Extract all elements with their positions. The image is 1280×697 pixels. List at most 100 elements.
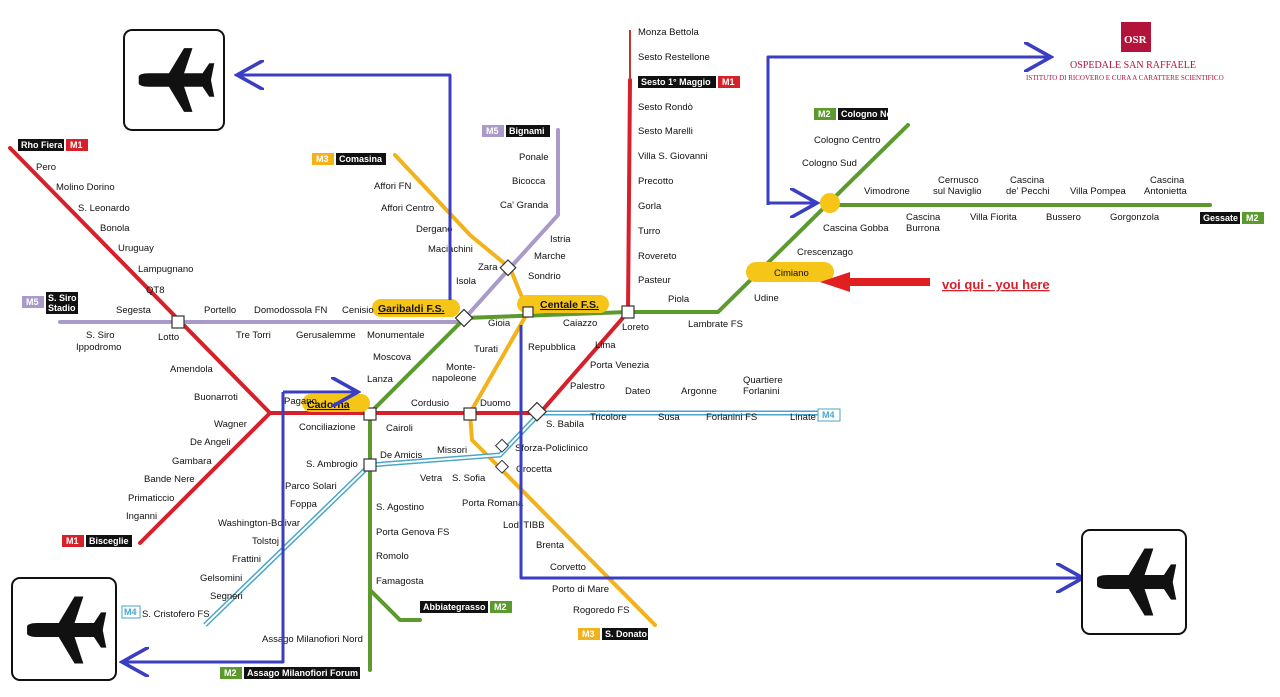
- station-assago-nord: Assago Milanofiori Nord: [262, 634, 363, 645]
- station-gambara: Gambara: [172, 456, 212, 467]
- station-monumentale: Monumentale: [367, 330, 425, 341]
- station-gelsomini: Gelsomini: [200, 573, 242, 584]
- node-garibaldi: [454, 308, 474, 328]
- station-affori-fn: Affori FN: [374, 181, 411, 192]
- station-crocetta: Crocetta: [516, 464, 553, 475]
- tag-m2-gessate: M2: [1246, 213, 1259, 223]
- station-buonarroti: Buonarroti: [194, 392, 238, 403]
- node-cadorna: [363, 407, 377, 421]
- station-villa-fiorita: Villa Fiorita: [970, 212, 1018, 223]
- station-quartiere-forlanini-1: Quartiere: [743, 375, 783, 386]
- station-palestro: Palestro: [570, 381, 605, 392]
- station-tolstoj: Tolstoj: [252, 536, 279, 547]
- station-rogoredo: Rogoredo FS: [573, 605, 630, 616]
- station-ca-granda: Ca' Granda: [500, 200, 549, 211]
- station-cascina-burrona-2: Burrona: [906, 223, 941, 234]
- tag-m5-siro: M5: [26, 297, 39, 307]
- station-repubblica: Repubblica: [528, 342, 576, 353]
- station-forlanini: Forlanini FS: [706, 412, 757, 423]
- station-lanza: Lanza: [367, 374, 394, 385]
- terminal-abbiategrasso: Abbiategrasso: [423, 602, 486, 612]
- airport-icon-top-left[interactable]: [123, 29, 225, 131]
- station-porto-di-mare: Porto di Mare: [552, 584, 609, 595]
- node-s-babila: [526, 401, 548, 422]
- station-cascina-antonietta-2: Antonietta: [1144, 186, 1187, 197]
- station-uruguay: Uruguay: [118, 243, 154, 254]
- station-marche: Marche: [534, 251, 566, 262]
- node-zara: [499, 259, 517, 277]
- station-bande-nere: Bande Nere: [144, 474, 195, 485]
- station-cernusco-2: sul Naviglio: [933, 186, 982, 197]
- hub-cimiano[interactable]: Cimiano: [746, 262, 834, 282]
- station-bussero: Bussero: [1046, 212, 1081, 223]
- station-lambrate: Lambrate FS: [688, 319, 743, 330]
- station-ponale: Ponale: [519, 152, 549, 163]
- station-sesto-marelli: Sesto Marelli: [638, 126, 693, 137]
- station-conciliazione: Conciliazione: [299, 422, 356, 433]
- tag-m1-sesto: M1: [722, 77, 735, 87]
- station-gerusalemme: Gerusalemme: [296, 330, 356, 341]
- station-domodossola: Domodossola FN: [254, 305, 328, 316]
- station-bicocca: Bicocca: [512, 176, 546, 187]
- station-parco-solari: Parco Solari: [285, 481, 337, 492]
- station-brenta: Brenta: [536, 540, 565, 551]
- node-sforza: [494, 438, 510, 453]
- station-duomo: Duomo: [480, 398, 511, 409]
- station-zara: Zara: [478, 262, 498, 273]
- station-turati: Turati: [474, 344, 498, 355]
- hub-garibaldi[interactable]: Garibaldi F.S.: [372, 299, 460, 317]
- terminal-s-siro-2: Stadio: [48, 303, 76, 313]
- station-moscova: Moscova: [373, 352, 412, 363]
- terminal-s-donato: S. Donato: [605, 629, 648, 639]
- terminal-s-cristoforo: S. Cristofero FS: [142, 609, 210, 620]
- station-cologno-centro: Cologno Centro: [814, 135, 881, 146]
- station-isola: Isola: [456, 276, 477, 287]
- station-primaticcio: Primaticcio: [128, 493, 174, 504]
- airport-icon-bottom-right[interactable]: [1081, 529, 1187, 635]
- station-s-babila: S. Babila: [546, 419, 585, 430]
- station-tricolore: Tricolore: [590, 412, 627, 423]
- terminal-gessate: Gessate: [1203, 213, 1238, 223]
- station-villa-s-giovanni: Villa S. Giovanni: [638, 151, 708, 162]
- terminal-tags: Rho Fiera M1 Sesto 1° Maggio M1 M1 Bisce…: [18, 76, 1264, 679]
- station-amendola: Amendola: [170, 364, 213, 375]
- station-gorla: Gorla: [638, 201, 662, 212]
- station-vimodrone: Vimodrone: [864, 186, 910, 197]
- terminal-sesto-maggio: Sesto 1° Maggio: [641, 77, 711, 87]
- hospital-name: OSPEDALE SAN RAFFAELE: [1070, 60, 1196, 71]
- you-here-pointer: voi qui - you here: [820, 272, 1050, 292]
- airport-icon-bottom-left[interactable]: [11, 577, 117, 681]
- tag-m2-assago: M2: [224, 668, 237, 678]
- station-molino-dorino: Molino Dorino: [56, 182, 115, 193]
- tag-m1-rho: M1: [70, 140, 83, 150]
- terminal-rho-fiera: Rho Fiera: [21, 140, 64, 150]
- hub-cimiano-label: Cimiano: [774, 268, 809, 279]
- hospital-logo: OSR OSPEDALE SAN RAFFAELE ISTITUTO DI RI…: [1026, 22, 1224, 82]
- station-montenapoleone-1: Monte-: [446, 362, 476, 373]
- station-cascina-pecchi-2: de' Pecchi: [1006, 186, 1050, 197]
- station-gioia: Gioia: [488, 318, 511, 329]
- node-lotto: [171, 315, 185, 329]
- node-loreto: [621, 305, 635, 319]
- station-qt8: QT8: [146, 285, 164, 296]
- station-quartiere-forlanini-2: Forlanini: [743, 386, 779, 397]
- station-labels: Monza Bettola Sesto Restellone Sesto Ron…: [36, 27, 1187, 645]
- node-crocetta: [494, 459, 510, 474]
- station-foppa: Foppa: [290, 499, 318, 510]
- station-montenapoleone-2: napoleone: [432, 373, 476, 384]
- station-cascina-antonietta-1: Cascina: [1150, 175, 1185, 186]
- station-lotto: Lotto: [158, 332, 179, 343]
- osr-logo-icon: [1121, 22, 1151, 52]
- station-cologno-sud: Cologno Sud: [802, 158, 857, 169]
- tag-m2-cologno: M2: [818, 109, 831, 119]
- tag-m3-comasina: M3: [316, 154, 329, 164]
- station-cascina-burrona-1: Cascina: [906, 212, 941, 223]
- station-pasteur: Pasteur: [638, 275, 671, 286]
- hub-centrale[interactable]: Centale F.S.: [517, 295, 609, 318]
- station-segesta: Segesta: [116, 305, 152, 316]
- station-pero: Pero: [36, 162, 56, 173]
- station-crescenzago: Crescenzago: [797, 247, 853, 258]
- station-caiazzo: Caiazzo: [563, 318, 597, 329]
- station-villa-pompea: Villa Pompea: [1070, 186, 1127, 197]
